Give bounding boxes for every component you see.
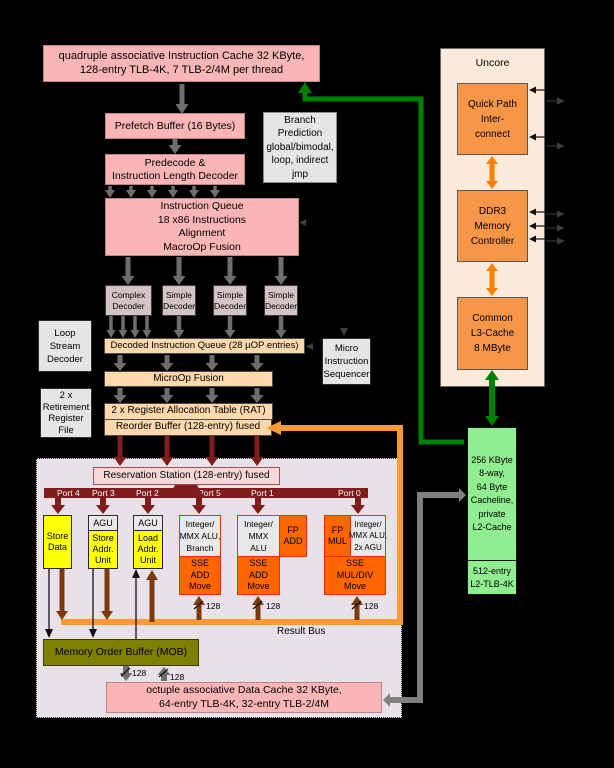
complex-decoder-box: Complex Decoder xyxy=(105,285,152,316)
result-bus-label: Result Bus xyxy=(277,626,326,637)
predecode-line1: Predecode & xyxy=(144,156,206,169)
bus-width-128: 128 xyxy=(170,672,185,682)
bus-width-128: 128 xyxy=(132,668,147,678)
agu-store-label-box: AGU xyxy=(88,515,118,531)
branch-prediction-box: Branch Prediction global/bimodal, loop, … xyxy=(263,112,337,183)
icache-line2: 128-entry TLB-4K, 7 TLB-2/4M per thread xyxy=(79,63,284,76)
bus-width-128: 128 xyxy=(266,601,281,611)
uncore-label: Uncore xyxy=(475,57,510,69)
simple-decoder-box: Simple Decoder xyxy=(162,285,196,316)
prefetch-label: Prefetch Buffer (16 Bytes) xyxy=(114,119,236,132)
l1-data-cache-box: octuple associative Data Cache 32 KByte,… xyxy=(106,682,382,713)
port5-sse-add-move-unit: SSE ADD Move xyxy=(179,556,221,595)
port-2-label: Port 2 xyxy=(136,488,159,498)
microop-fusion-box: MicroOp Fusion xyxy=(104,371,273,387)
memory-order-buffer-box: Memory Order Buffer (MOB) xyxy=(43,639,199,666)
l2-tlb-box: 512-entry L2-TLB-4K xyxy=(467,560,517,595)
icache-line1: quadruple associative Instruction Cache … xyxy=(58,50,305,63)
port-0-label: Port 0 xyxy=(338,488,361,498)
port0-sse-muldiv-move-unit: SSE MUL/DIV Move xyxy=(324,556,386,595)
predecode-box: Predecode & Instruction Length Decoder xyxy=(105,154,245,185)
decoded-instruction-queue-box: Decoded Instruction Queue (28 µOP entrie… xyxy=(104,338,305,354)
micro-instruction-sequencer-box: Micro Instruction Sequencer xyxy=(322,338,371,385)
store-data-unit: Store Data xyxy=(43,515,72,569)
instruction-queue-box: Instruction Queue 18 x86 Instructions Al… xyxy=(105,198,299,256)
reorder-buffer-box: Reorder Buffer (128-entry) fused xyxy=(104,419,272,436)
port1-fp-add-unit: FP ADD xyxy=(279,515,307,557)
port-5-label: Port 5 xyxy=(198,488,221,498)
port-3-label: Port 3 xyxy=(92,488,115,498)
bus-width-128: 128 xyxy=(206,601,221,611)
prefetch-buffer-box: Prefetch Buffer (16 Bytes) xyxy=(105,113,245,139)
port-4-label: Port 4 xyxy=(57,488,80,498)
simple-decoder-box: Simple Decoder xyxy=(213,285,247,316)
predecode-line2: Instruction Length Decoder xyxy=(111,169,239,182)
l3-cache-box: Common L3-Cache 8 MByte xyxy=(457,297,528,370)
register-allocation-table-box: 2 x Register Allocation Table (RAT) xyxy=(104,403,273,420)
bus-width-128: 128 xyxy=(364,601,379,611)
micro-sequencer-arrows xyxy=(299,219,348,350)
agu-load-label-box: AGU xyxy=(133,515,163,531)
l2-cache-box: 256 KByte 8-way, 64 Byte Cacheline, priv… xyxy=(467,427,517,561)
port5-int-mmx-alu-branch-unit: Integer/ MMX ALU, Branch xyxy=(179,515,221,557)
port-1-label: Port 1 xyxy=(251,488,274,498)
port1-int-mmx-alu-unit: Integer/ MMX ALU xyxy=(237,515,280,557)
store-address-unit: Store Addr. Unit xyxy=(88,530,118,569)
loop-stream-decoder-box: Loop Stream Decoder xyxy=(38,320,92,372)
ddr3-memory-controller-box: DDR3 Memory Controller xyxy=(457,190,528,262)
retirement-register-file-box: 2 x Retirement Register File xyxy=(40,388,92,438)
simple-decoder-box: Simple Decoder xyxy=(264,285,298,316)
quickpath-interconnect-box: Quick Path Inter- connect xyxy=(457,83,528,155)
reservation-station-box: Reservation Station (128-entry) fused xyxy=(93,467,280,485)
l1-instruction-cache-box: quadruple associative Instruction Cache … xyxy=(43,45,320,82)
port0-fp-mul-unit: FP MUL xyxy=(324,515,351,557)
load-address-unit: Load Addr. Unit xyxy=(133,530,163,569)
port1-sse-add-move-unit: SSE ADD Move xyxy=(237,556,280,595)
port0-int-mmx-alu-agu-unit: Integer/ MMX ALU, 2x AGU xyxy=(349,515,387,557)
